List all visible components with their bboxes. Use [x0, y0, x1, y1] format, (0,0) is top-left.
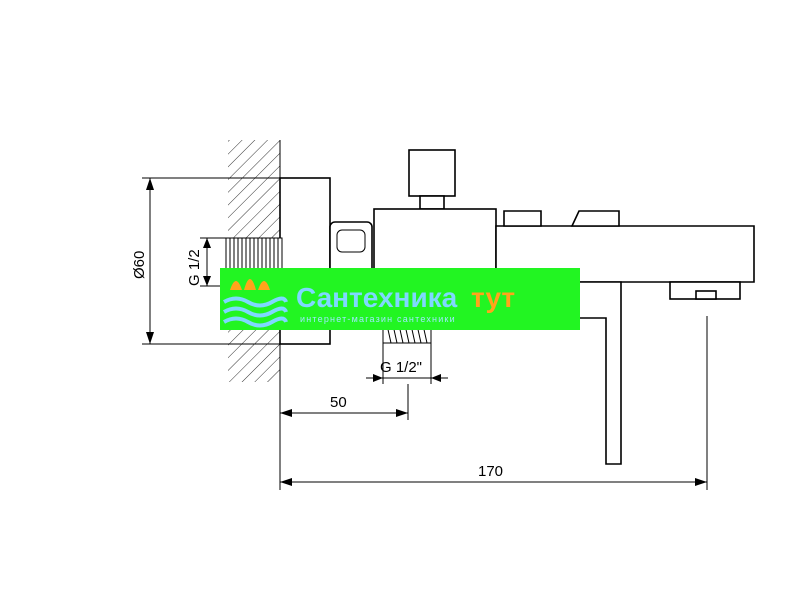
watermark-banner: Сантехника тут интернет-магазин сантехни… — [220, 268, 580, 330]
watermark-logo-icon — [222, 279, 288, 328]
watermark-subtitle: интернет-магазин сантехники — [300, 314, 456, 324]
diameter-label: Ø60 — [131, 251, 148, 279]
inlet-thread-label: G 1/2 — [186, 249, 203, 286]
dimension-diameter — [142, 177, 280, 345]
watermark-title: Сантехника — [296, 282, 458, 313]
dimension-inlet-thread — [200, 237, 228, 287]
watermark-title-accent: тут — [471, 282, 515, 313]
dimension-outlet-thread — [366, 343, 448, 384]
svg-text:Сантехника тут: Сантехника тут — [296, 282, 515, 313]
dimension-50 — [279, 382, 409, 420]
valve-handle — [408, 149, 456, 210]
distance-170-label: 170 — [478, 463, 503, 480]
distance-50-label: 50 — [330, 394, 347, 411]
dimension-170 — [279, 316, 708, 490]
outlet-thread-label: G 1/2" — [380, 359, 422, 376]
